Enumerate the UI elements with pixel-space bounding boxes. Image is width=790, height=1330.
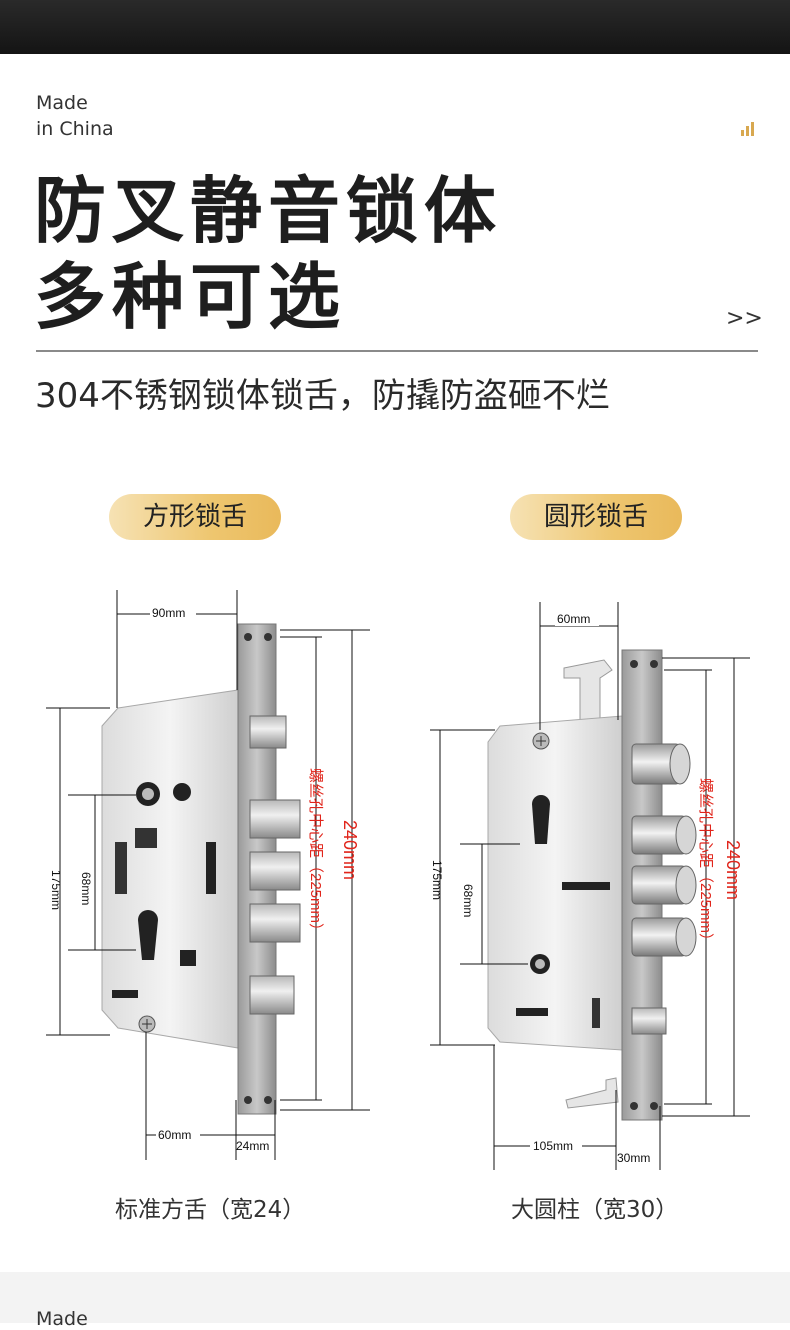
- round-bolt-lock: [487, 649, 697, 1121]
- dim-inner-left-right-lock: 68mm: [461, 884, 475, 917]
- dim-bottom-right-right-lock: 30mm: [617, 1151, 650, 1165]
- page-title: 防叉静音锁体 多种可选: [34, 168, 502, 340]
- dim-outer-left: 175mm: [49, 870, 63, 910]
- signal-bars-icon: [741, 120, 759, 136]
- dim-inner-left: 68mm: [79, 872, 93, 905]
- next-section-made-label: Made: [36, 1308, 88, 1330]
- subtitle: 304不锈钢锁体锁舌，防撬防盗砸不烂: [35, 376, 610, 416]
- made-line-2: in China: [36, 118, 114, 140]
- top-dark-bar: [0, 0, 790, 54]
- round-bolt-dimensions: [430, 602, 750, 1170]
- next-arrows: >>: [726, 306, 763, 331]
- dim-bottom-right: 24mm: [236, 1139, 269, 1153]
- dim-screw-distance-right-lock: 螺丝孔中心距（225mm）: [697, 778, 714, 948]
- dim-top-left: 90mm: [152, 606, 185, 620]
- divider: [36, 350, 758, 352]
- square-bolt-dimensions: [46, 590, 370, 1160]
- dim-total-height: 240mm: [340, 820, 360, 880]
- made-line-1: Made: [36, 92, 88, 114]
- dim-bottom-left-right-lock: 105mm: [533, 1139, 573, 1153]
- lock-body-diagrams: 90mm 175mm 68mm 60mm 24mm 螺丝孔中心距（225mm） …: [46, 590, 750, 1170]
- next-section: [0, 1272, 790, 1323]
- dim-top-right-lock: 60mm: [557, 612, 590, 626]
- dim-total-height-right-lock: 240mm: [723, 840, 743, 900]
- dim-bottom-left: 60mm: [158, 1128, 191, 1142]
- title-line-2: 多种可选: [34, 255, 347, 339]
- round-bolt-caption: 大圆柱（宽30）: [511, 1197, 679, 1223]
- square-bolt-pill: 方形锁舌: [109, 494, 281, 540]
- made-in-china-label: Made in China: [36, 90, 114, 142]
- round-bolt-pill: 圆形锁舌: [510, 494, 682, 540]
- dim-screw-distance: 螺丝孔中心距（225mm）: [307, 768, 324, 938]
- title-line-1: 防叉静音锁体: [34, 169, 503, 253]
- square-bolt-lock: [101, 623, 301, 1115]
- dim-outer-left-right-lock: 175mm: [430, 860, 444, 900]
- square-bolt-caption: 标准方舌（宽24）: [115, 1197, 306, 1223]
